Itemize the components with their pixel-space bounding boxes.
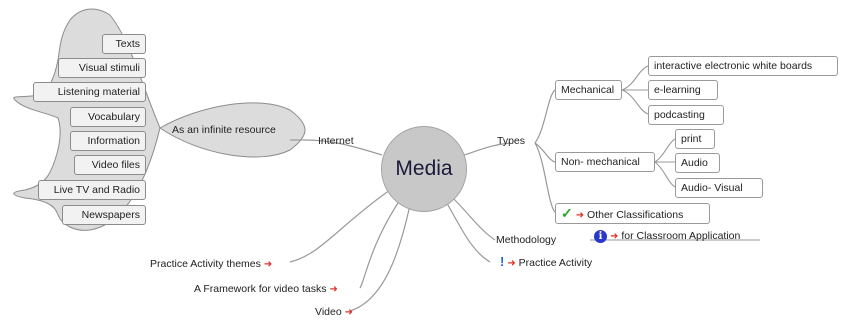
resource-label: As an infinite resource [172, 124, 276, 136]
mechanical-item-elearning: e-learning [648, 80, 718, 100]
red-arrow-icon[interactable]: ➜ [610, 231, 619, 242]
red-arrow-icon[interactable]: ➜ [329, 284, 338, 295]
resource-information: Information [70, 131, 146, 151]
non-mechanical-node: Non- mechanical [555, 152, 655, 172]
mechanical-item-whiteboards: interactive electronic white boards [648, 56, 838, 76]
methodology-label: Methodology [496, 234, 557, 246]
classroom-application-label: for Classroom Application [621, 230, 741, 242]
non-mechanical-item-audio: Audio [675, 153, 720, 173]
resource-video-files: Video files [74, 155, 146, 175]
resource-newspapers: Newspapers [62, 205, 146, 225]
red-arrow-icon[interactable]: ➜ [344, 307, 354, 318]
practice-activity[interactable]: !➜ Practice Activity [500, 255, 592, 271]
resource-live-tv-radio: Live TV and Radio [38, 180, 146, 200]
red-arrow-icon[interactable]: ➜ [263, 259, 273, 270]
framework-video-tasks[interactable]: A Framework for video tasks➜ [194, 283, 338, 295]
resource-vocabulary: Vocabulary [70, 107, 146, 127]
resource-texts: Texts [102, 34, 146, 54]
red-arrow-icon[interactable]: ➜ [575, 210, 585, 221]
non-mechanical-item-print: print [675, 129, 715, 149]
central-node: Media [381, 126, 467, 212]
internet-label: Internet [318, 135, 354, 147]
practice-activity-themes[interactable]: Practice Activity themes➜ [150, 258, 273, 270]
classroom-application[interactable]: i➜ for Classroom Application [594, 229, 740, 244]
resource-listening-material: Listening material [33, 82, 146, 102]
check-icon: ✓ [561, 205, 573, 221]
red-arrow-icon[interactable]: ➜ [507, 258, 516, 269]
info-icon: i [594, 230, 607, 243]
non-mechanical-item-audio-visual: Audio- Visual [675, 178, 763, 198]
central-node-title: Media [395, 157, 453, 180]
video-link[interactable]: Video➜ [315, 306, 354, 318]
resource-visual-stimuli: Visual stimuli [58, 58, 146, 78]
other-classifications-label: Other Classifications [587, 209, 684, 221]
types-label: Types [497, 135, 526, 147]
mechanical-node: Mechanical [555, 80, 622, 100]
practice-activity-label: Practice Activity [518, 257, 593, 269]
mechanical-item-podcasting: podcasting [648, 105, 724, 125]
other-classifications-node[interactable]: ✓➜ Other Classifications [555, 203, 710, 224]
exclamation-icon: ! [500, 254, 505, 269]
